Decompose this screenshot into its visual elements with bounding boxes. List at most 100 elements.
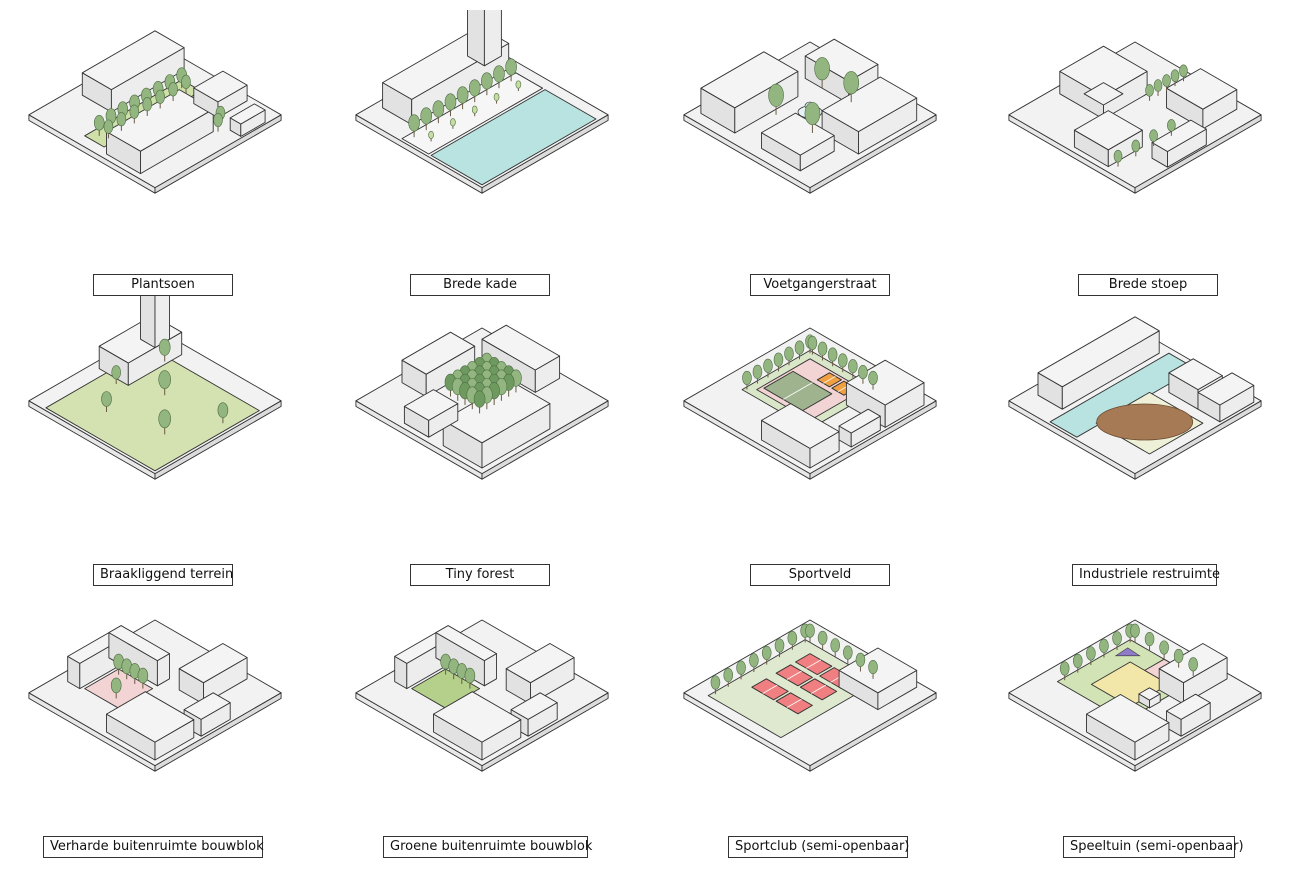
panel-plantsoen: Plantsoen — [0, 10, 320, 296]
building-roof — [761, 112, 835, 156]
tree-icon — [1149, 129, 1158, 142]
tree-icon — [142, 97, 153, 112]
soil-heap — [1096, 403, 1194, 441]
tree-icon — [116, 112, 127, 127]
tree-icon — [763, 358, 773, 373]
building-roof — [1151, 119, 1207, 152]
tree-icon — [101, 391, 112, 407]
tree-icon — [1072, 653, 1083, 668]
tree-icon — [103, 119, 114, 134]
tree-icon — [408, 114, 420, 132]
tree-icon — [111, 365, 122, 380]
tree-icon — [855, 652, 866, 667]
tree-icon — [1112, 631, 1122, 646]
tree-icon — [450, 118, 456, 127]
tree-icon — [817, 630, 828, 646]
tree-icon — [837, 353, 848, 368]
tree-icon — [1131, 139, 1141, 153]
building-roof — [700, 51, 799, 109]
court-line — [811, 684, 826, 694]
tree-icon — [93, 115, 105, 131]
panel-brede-stoep: Brede stoep — [980, 10, 1300, 296]
tree-icon — [158, 338, 171, 356]
tree-icon — [805, 623, 815, 638]
tree-icon — [481, 72, 493, 90]
tree-icon — [1145, 84, 1154, 97]
building-wing-roof — [108, 625, 170, 662]
panel-label: Verharde buitenruimte bouwblok — [43, 836, 264, 858]
building-wing-roof — [435, 625, 497, 662]
panel-label: Sportveld — [750, 564, 890, 586]
tree-icon — [1153, 79, 1163, 92]
tree-icon — [213, 112, 223, 127]
tree-icon — [137, 667, 149, 684]
panel-sportclub-semi-openbaar: Sportclub (semi-openbaar) — [655, 588, 975, 873]
tree-icon — [773, 352, 784, 367]
isometric-illustration — [683, 619, 937, 772]
tree-icon — [1130, 623, 1140, 638]
court-line — [823, 375, 836, 384]
water-canal — [430, 89, 597, 186]
panel-label: Voetgangerstraat — [750, 274, 890, 296]
isometric-illustration — [683, 327, 937, 480]
building-roof — [838, 408, 881, 434]
building-roof — [481, 324, 561, 371]
isometric-illustration — [355, 10, 609, 194]
tree-icon — [181, 74, 191, 89]
tree-icon — [752, 364, 763, 379]
isometric-illustration — [1008, 619, 1262, 772]
building-roof — [1086, 694, 1170, 743]
panel-label: Brede kade — [410, 274, 550, 296]
isometric-illustration — [1008, 41, 1262, 194]
building-roof — [403, 389, 459, 421]
tree-icon — [1086, 646, 1096, 661]
tree-icon — [110, 677, 122, 694]
court-line — [806, 659, 822, 669]
panel-speeltuin-semi-openbaar: Speeltuin (semi-openbaar) — [980, 588, 1300, 873]
building-roof — [81, 30, 185, 91]
tower-front — [467, 10, 485, 67]
tree-icon — [843, 71, 860, 95]
tree-icon — [814, 57, 830, 81]
tree-icon — [473, 390, 486, 408]
panel-braakliggend-terrein: Braakliggend terrein — [0, 296, 320, 586]
isometric-illustration — [28, 619, 282, 772]
tree-icon — [471, 105, 478, 114]
tree-icon — [217, 402, 229, 418]
tree-icon — [168, 82, 178, 97]
building-roof — [442, 380, 551, 444]
tree-icon — [158, 409, 171, 429]
tree-icon — [710, 675, 721, 690]
parasol-icon — [1114, 647, 1141, 657]
tree-icon — [515, 80, 522, 89]
panel-label: Braakliggend terrein — [93, 564, 233, 586]
tree-icon — [723, 668, 734, 683]
tree-icon — [1113, 149, 1123, 163]
wasteland-grass — [45, 347, 260, 472]
building-roof — [1166, 693, 1211, 720]
panel-voetgangerstraat: Voetgangerstraat — [655, 10, 975, 296]
building-roof — [183, 692, 231, 720]
tree-icon — [1159, 640, 1169, 655]
tree-icon — [761, 645, 772, 660]
panel-sportveld: Sportveld — [655, 296, 975, 586]
isometric-illustration — [28, 30, 282, 194]
clubhouse-roof — [838, 647, 918, 694]
tree-icon — [830, 638, 841, 653]
panel-groene-buitenruimte-bouwblok: Groene buitenruimte bouwblok — [327, 588, 647, 873]
building-roof — [1037, 316, 1160, 388]
tree-icon — [794, 340, 805, 355]
tree-icon — [1188, 657, 1198, 672]
panel-label: Brede stoep — [1078, 274, 1218, 296]
tree-icon — [736, 660, 746, 675]
tree-icon — [742, 370, 752, 385]
isometric-illustration — [683, 38, 937, 194]
tree-icon — [155, 89, 165, 104]
panel-label: Groene buitenruimte bouwblok — [383, 836, 592, 858]
isometric-illustration — [28, 296, 282, 480]
tree-icon — [774, 638, 785, 653]
tree-icon — [768, 83, 784, 107]
tree-icon — [858, 365, 868, 380]
tree-icon — [807, 335, 818, 350]
